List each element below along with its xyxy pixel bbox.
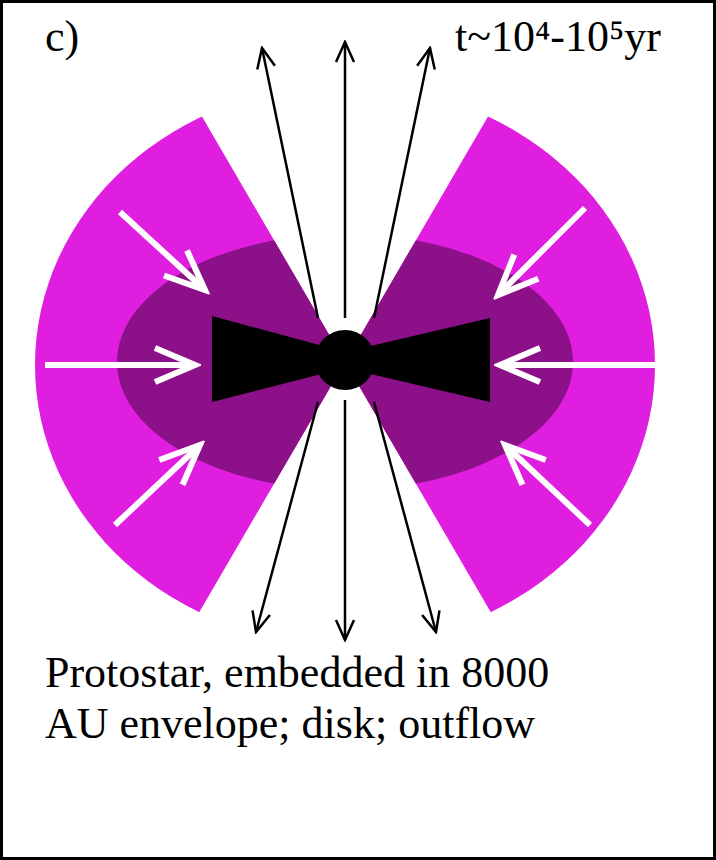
outflow-arrow xyxy=(262,48,318,318)
outflow-arrow xyxy=(256,402,318,632)
infall-arrow xyxy=(498,208,585,295)
time-label: t~10⁴-10⁵yr xyxy=(455,12,661,63)
outflow-arrow xyxy=(344,400,347,640)
outflow-arrows xyxy=(256,42,436,640)
disk xyxy=(212,316,490,402)
outflow-arrow xyxy=(374,402,436,632)
protostar xyxy=(315,330,375,390)
infall-arrow xyxy=(45,362,195,368)
outflow-arrow xyxy=(374,48,430,318)
infall-arrows xyxy=(45,208,655,525)
infall-arrow xyxy=(500,362,655,368)
outflow-arrow xyxy=(344,42,347,318)
caption: Protostar, embedded in 8000 AU envelope;… xyxy=(45,648,605,749)
infall-arrow xyxy=(120,212,205,290)
infall-arrow xyxy=(115,445,200,525)
panel-letter: c) xyxy=(45,12,79,63)
infall-arrow xyxy=(505,445,590,525)
